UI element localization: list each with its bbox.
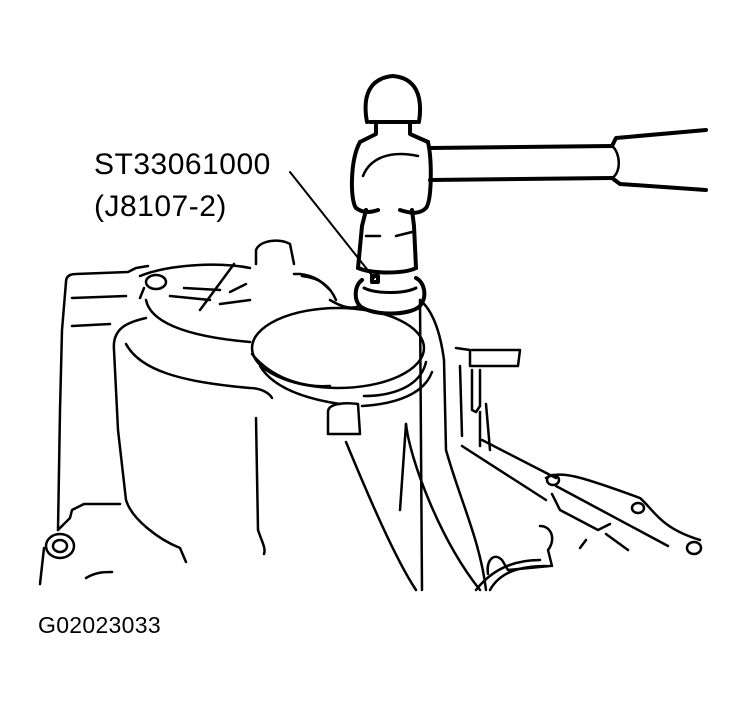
tool-alt-part-number-label: (J8107-2) (94, 190, 227, 223)
drift-tool-icon (353, 274, 427, 316)
transmission-case-icon (38, 239, 488, 592)
callout-leader-line (289, 171, 375, 279)
tool-part-number-label: ST33061000 (94, 148, 271, 181)
hammer-icon (349, 74, 708, 275)
figure-id-label: G02023033 (38, 612, 161, 638)
extension-flange-icon (454, 346, 703, 592)
